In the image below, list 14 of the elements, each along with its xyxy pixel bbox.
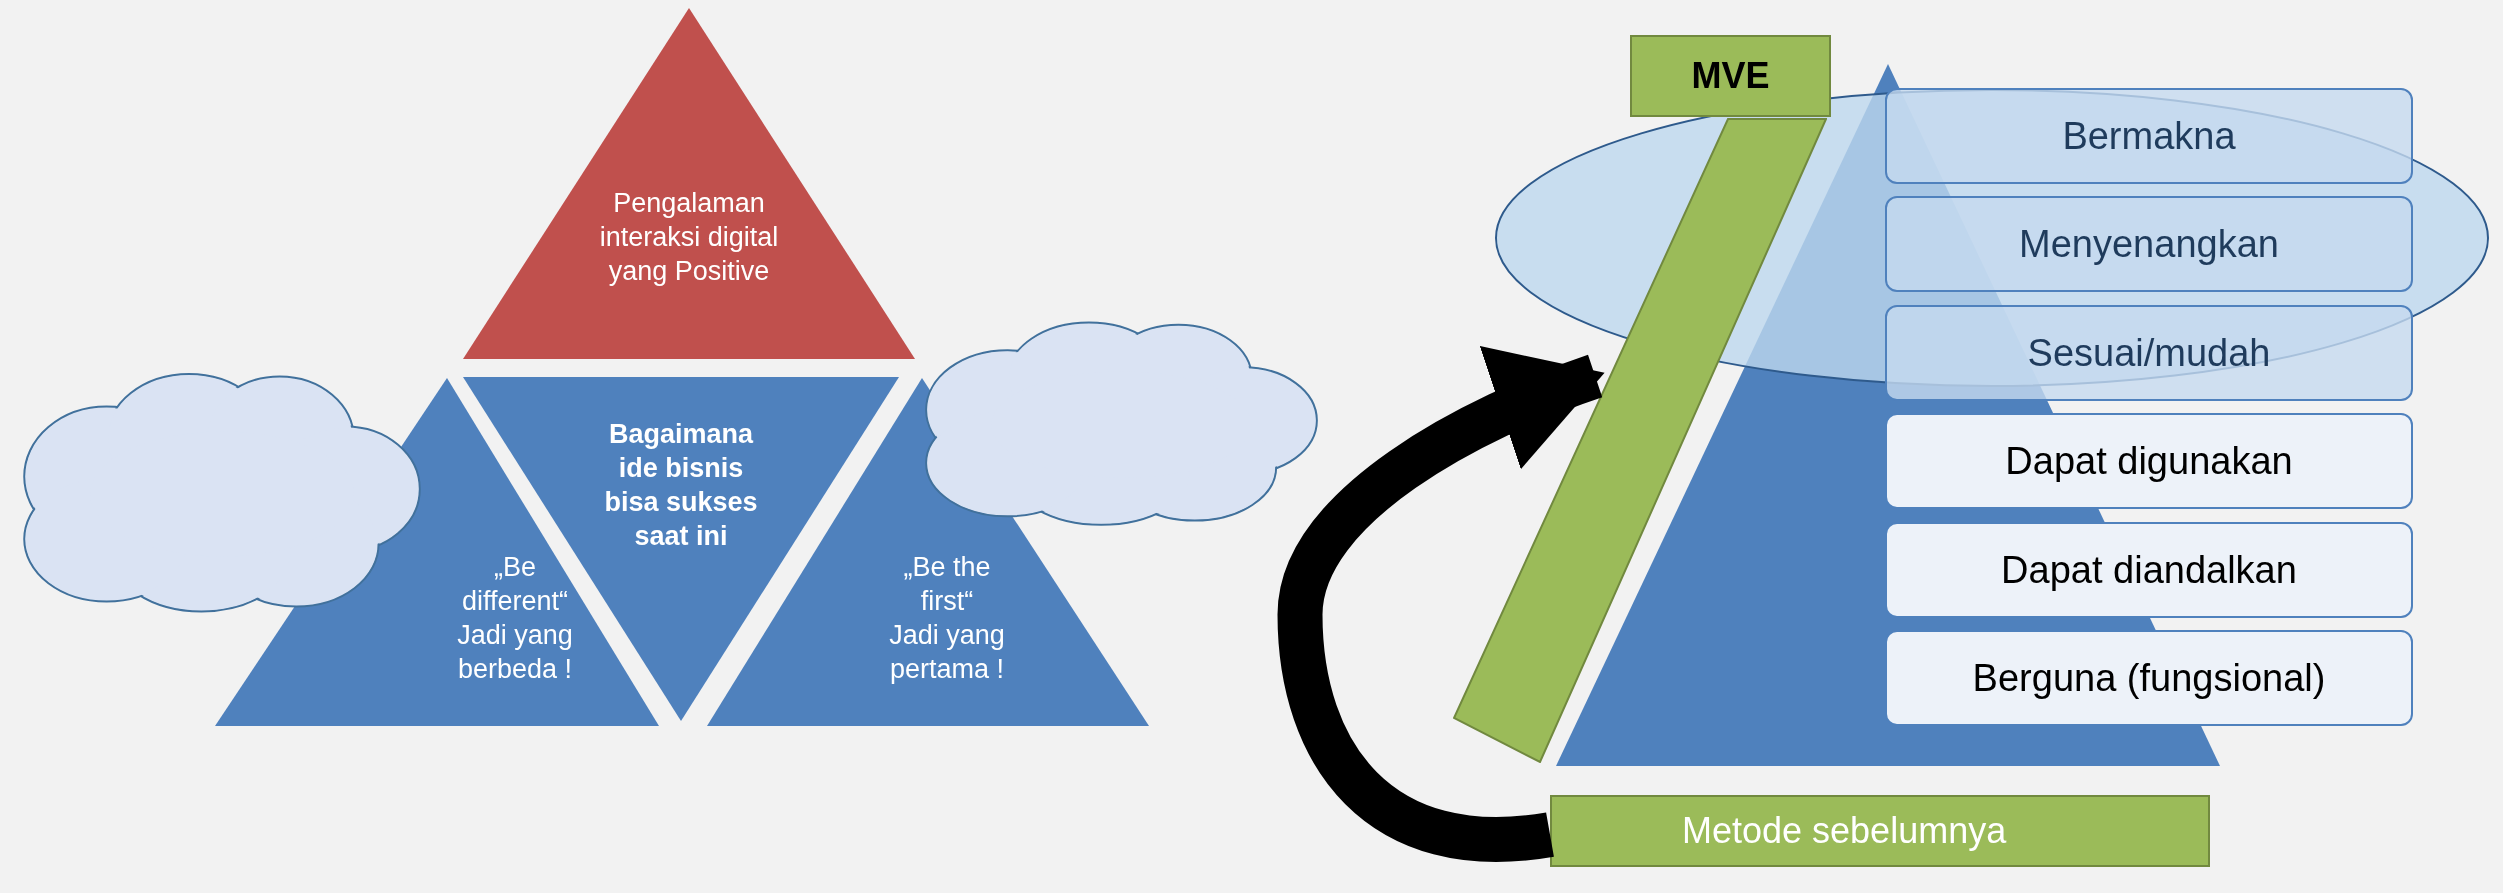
triangle-label: Bagaimana ide bisnis bisa sukses saat ini <box>603 418 759 553</box>
level-box: Dapat digunakan <box>1885 413 2413 509</box>
triangle-node <box>463 8 915 359</box>
triangle-label: Pengalaman interaksi digital yang Positive <box>598 187 780 288</box>
base-bar: Metode sebelumnya <box>1550 795 2210 867</box>
triangle-label: Jadi yang berbeda ! <box>456 619 574 686</box>
triangle-label: Jadi yang pertama ! <box>888 619 1006 686</box>
triangle-label: „Be the first“ <box>902 551 992 618</box>
level-box: Berguna (fungsional) <box>1885 630 2413 726</box>
level-box: Dapat diandalkan <box>1885 522 2413 618</box>
label-box: MVE <box>1630 35 1831 117</box>
slanted-bar <box>1453 118 1827 763</box>
triangle-label: „Be different“ <box>460 551 570 618</box>
level-box: Sesuai/mudah <box>1885 305 2413 401</box>
